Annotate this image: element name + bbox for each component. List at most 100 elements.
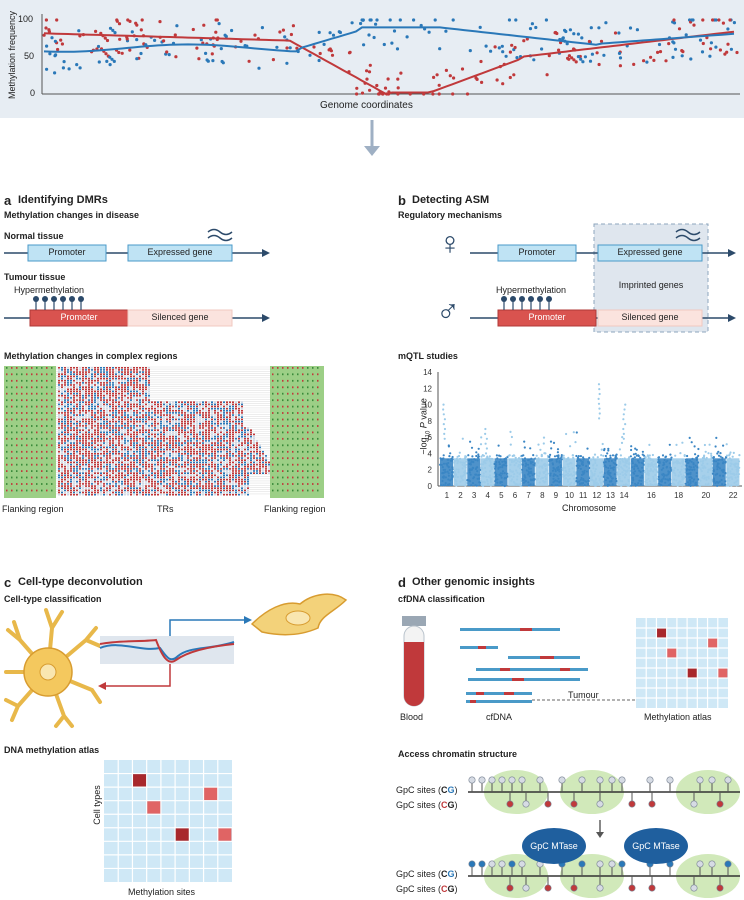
cpg-mark (130, 480, 132, 483)
cpg-mark (211, 472, 213, 474)
cpg-mark (73, 377, 75, 380)
cpg-mark (97, 407, 99, 410)
cpg-mark (85, 416, 87, 418)
cpg-mark (58, 414, 60, 416)
cpg-mark (94, 446, 96, 449)
cpg-mark (223, 442, 225, 444)
cpg-mark (121, 388, 123, 391)
cpg-mark (172, 418, 174, 421)
cpg-mark (82, 487, 84, 489)
cpg-mark (70, 386, 72, 388)
cpg-mark (136, 442, 138, 444)
cpg-mark (70, 448, 72, 451)
scatter-dot (433, 18, 437, 22)
cpg-mark (118, 401, 120, 403)
cpg-mark (148, 472, 150, 474)
cpg-mark (181, 493, 183, 496)
flank-mark (307, 367, 309, 369)
cpg-mark (103, 367, 105, 369)
cpg-mark (127, 453, 129, 455)
cpg-mark (118, 414, 120, 416)
cpg-mark (229, 446, 231, 449)
cpg-mark (145, 450, 147, 453)
flank-mark (46, 450, 48, 453)
flank-mark (297, 392, 299, 395)
cpg-mark (133, 489, 135, 492)
cpg-mark (241, 405, 243, 408)
cpg-mark (208, 403, 210, 406)
cpg-mark (127, 394, 129, 397)
cpg-mark (217, 465, 219, 468)
cpg-mark (250, 472, 252, 474)
cpg-mark (73, 414, 75, 416)
flank-mark (41, 418, 43, 421)
scatter-dot (732, 21, 737, 25)
cpg-mark (94, 382, 96, 384)
cpg-mark (97, 448, 99, 451)
cpg-mark (157, 463, 159, 466)
snp-point (464, 455, 467, 458)
flank-mark (31, 392, 33, 395)
cpg-mark (88, 418, 90, 421)
cpg-mark (175, 465, 177, 468)
cpg-mark (166, 453, 168, 455)
snp-point (523, 446, 526, 449)
cpg-mark (172, 448, 174, 451)
cpg-mark (145, 465, 147, 468)
cpg-mark (79, 448, 81, 451)
cpg-mark (157, 442, 159, 444)
cpg-mark (235, 440, 237, 442)
cpg-mark (118, 463, 120, 466)
cpg-mark (88, 425, 90, 427)
cpg-mark (94, 461, 96, 464)
cpg-mark (157, 459, 159, 461)
flank-mark (307, 444, 309, 447)
cpg-mark (91, 435, 93, 438)
cpg-mark (106, 470, 108, 472)
flank-mark (31, 367, 33, 369)
flank-mark (41, 437, 43, 440)
cpg-mark (70, 480, 72, 483)
cpg-mark (139, 401, 141, 403)
scatter-dot (701, 18, 705, 22)
cpg-mark (145, 392, 147, 395)
flank-mark (21, 386, 23, 389)
flank-mark (36, 418, 38, 421)
cpg-mark (133, 382, 135, 384)
cpg-mark (130, 399, 132, 401)
cpg-mark (166, 487, 168, 489)
cpg-mark (76, 485, 78, 487)
cpg-mark (91, 401, 93, 403)
cpg-mark (154, 416, 156, 418)
snp-point (521, 454, 524, 457)
scatter-dot (191, 27, 195, 32)
scatter-dot (368, 63, 372, 67)
scatter-dot (330, 53, 335, 57)
cpg-mark (247, 459, 249, 461)
scatter-dot (94, 29, 98, 33)
cpg-mark (139, 489, 141, 492)
cpg-mark (184, 412, 186, 414)
cpg-mark (121, 412, 123, 414)
cpg-mark (157, 422, 159, 425)
cpg-mark (205, 403, 207, 406)
cpg-mark (100, 470, 102, 472)
snp-point (575, 454, 578, 458)
methyl-group-icon (537, 296, 543, 302)
cpg-mark (154, 410, 156, 412)
flank-mark (302, 437, 304, 440)
cpg-mark (232, 468, 234, 470)
cpg-mark (115, 373, 117, 375)
cpg-mark (100, 448, 102, 451)
cpg-mark (199, 437, 201, 440)
cpg-mark (202, 476, 204, 479)
cpg-mark (169, 427, 171, 429)
cpg-mark (139, 457, 141, 459)
cpg-mark (133, 474, 135, 477)
cpg-mark (61, 459, 63, 461)
cpg-mark (118, 416, 120, 418)
cpg-mark (253, 461, 255, 464)
flank-mark (287, 405, 289, 408)
cpg-mark (169, 470, 171, 472)
cpg-mark (166, 478, 168, 481)
